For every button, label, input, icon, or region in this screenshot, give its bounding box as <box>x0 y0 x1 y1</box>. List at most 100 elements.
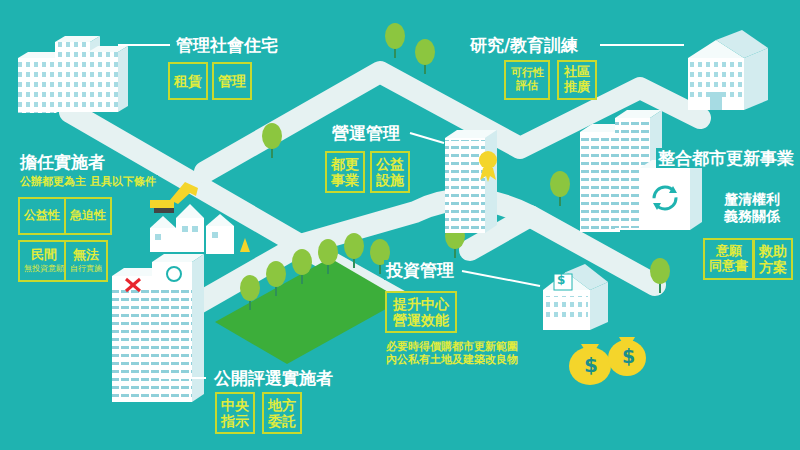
box-text: 民間 <box>31 248 57 263</box>
outlined-box: 提升中心 營運效能 <box>385 291 457 333</box>
box-text: 管理 <box>218 73 246 89</box>
bank-house-part <box>543 290 590 330</box>
group-heading: 管理社會住宅 <box>174 35 280 55</box>
office-tower-part <box>480 168 496 182</box>
office-tower-part <box>445 138 485 233</box>
renewal-complex-part <box>580 132 620 232</box>
construction-site-part <box>150 228 176 252</box>
social-housing-part <box>18 58 56 113</box>
construction-site-part <box>176 218 204 252</box>
renewal-complex-part <box>653 186 677 210</box>
office-tower <box>445 130 497 233</box>
leader-line-part <box>600 44 684 46</box>
box-text: 租賃 <box>174 73 202 89</box>
outlined-box: 救助 方案 <box>753 238 793 280</box>
outlined-box: 民間無投資意願 <box>18 240 70 282</box>
outlined-box: 公益 設施 <box>370 151 410 193</box>
research-building <box>688 30 768 110</box>
outlined-box: 公益性 <box>18 197 66 235</box>
social-housing-part <box>18 58 56 113</box>
box-text: 社區 推廣 <box>563 65 591 95</box>
dollar-sign: $ <box>582 353 600 377</box>
construction-site-part <box>212 232 218 238</box>
social-housing-part <box>55 42 90 112</box>
outlined-box: 無法自行實施 <box>64 240 108 282</box>
social-housing-part <box>88 52 118 112</box>
tree-part-part <box>292 249 312 275</box>
public-building <box>112 254 204 402</box>
leader-line-part <box>118 44 170 46</box>
renewal-complex-part <box>690 160 702 230</box>
dollar-sign: $ <box>620 345 637 368</box>
sub-heading: 釐清權利 義務關係 <box>722 191 782 225</box>
outlined-box: 中央 指示 <box>215 392 255 434</box>
research-building-part <box>710 92 722 110</box>
tree-part <box>250 40 660 310</box>
construction-site-part <box>176 204 204 218</box>
renewal-complex-part <box>654 187 676 209</box>
outlined-box: 社區 推廣 <box>557 60 597 100</box>
dollar-sign: $ <box>555 273 567 287</box>
construction-site-part <box>155 234 161 240</box>
box-text: 無法 <box>73 248 99 263</box>
renewal-complex-part <box>580 134 620 230</box>
public-building-part <box>192 254 204 402</box>
box-text: 提升中心 營運效能 <box>391 296 451 328</box>
public-building-part <box>152 290 192 398</box>
money-bag <box>569 337 646 385</box>
money-bag-part <box>619 337 635 344</box>
leader-line-part <box>160 377 206 379</box>
box-text: 公益性 <box>24 209 60 223</box>
box-text: 自行實施 <box>70 264 102 273</box>
outlined-box: 都更 事業 <box>325 151 365 193</box>
tree-part-part <box>415 39 435 65</box>
public-building-part <box>112 290 154 398</box>
outlined-box: 地方 委託 <box>262 392 302 434</box>
public-building-part <box>152 262 192 402</box>
public-building-part <box>112 276 154 402</box>
box-text: 中央 指示 <box>221 397 249 429</box>
public-building-part <box>126 279 140 291</box>
box-text: 救助 方案 <box>759 243 787 275</box>
tree <box>240 23 670 310</box>
money-bag-part <box>581 344 599 352</box>
outlined-box: 急迫性 <box>64 197 112 235</box>
box-text: 無投資意願 <box>24 264 64 273</box>
group-heading: 擔任實施者 <box>18 152 107 172</box>
outlined-box: 可行性 評估 <box>504 60 550 100</box>
tree-part <box>240 23 670 301</box>
box-text: 可行性 評估 <box>510 67 544 92</box>
box-text: 都更 事業 <box>331 156 359 188</box>
tree-part-part <box>318 239 338 265</box>
social-housing-part <box>55 42 90 112</box>
tree-part-part <box>385 23 405 49</box>
grass <box>215 258 402 364</box>
group-heading: 研究/教育訓練 <box>468 35 580 55</box>
group-heading: 營運管理 <box>330 123 402 143</box>
renewal-complex <box>580 110 702 232</box>
renewal-complex-part <box>640 168 690 230</box>
research-building-part <box>744 48 768 110</box>
bank-house-part <box>590 282 608 330</box>
public-building-part <box>126 279 140 291</box>
social-housing <box>18 36 128 113</box>
public-building-part <box>167 267 181 281</box>
social-housing-part <box>118 46 128 112</box>
outlined-box: 租賃 <box>168 62 208 100</box>
bank-house-part <box>545 296 588 320</box>
research-building-part <box>688 58 744 110</box>
construction-site-part <box>240 238 250 252</box>
tree-part-part <box>344 233 364 259</box>
construction-site-part <box>150 200 174 208</box>
outlined-box: 意願 同意書 <box>703 238 754 280</box>
bank-house <box>543 264 608 330</box>
office-tower-part <box>485 130 497 233</box>
tree-part-part <box>550 171 570 197</box>
construction-site-part <box>150 216 176 228</box>
construction-site-part <box>192 226 198 232</box>
construction-site-part <box>206 214 234 226</box>
construction-site-part <box>206 226 234 254</box>
tree-part-part <box>262 123 282 149</box>
money-bag-part <box>608 340 646 376</box>
